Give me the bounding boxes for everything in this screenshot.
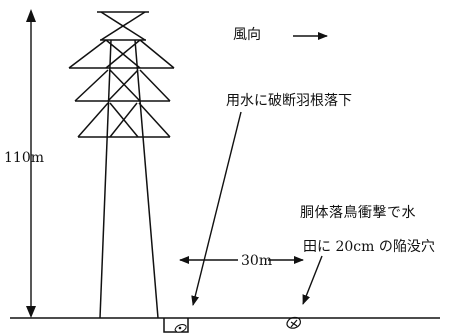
transmission-tower xyxy=(68,11,175,319)
water-channel xyxy=(163,318,189,333)
blade-drop-label: 用水に破断羽根落下 xyxy=(226,93,352,109)
height-dimension-arrow xyxy=(26,9,36,318)
blade-pointer-arrow xyxy=(191,111,242,306)
blade-fragment-dot xyxy=(178,326,182,330)
body-impact-label-line1: 胴体落鳥衝撃で水 xyxy=(300,205,416,221)
height-label: 110m xyxy=(4,150,44,166)
wind-direction-label: 風向 xyxy=(233,27,261,43)
crater-icon xyxy=(286,316,301,329)
distance-label: 30m xyxy=(241,253,273,269)
body-impact-label-line2: 田に 20cm の陥没穴 xyxy=(303,239,435,255)
body-pointer-arrow xyxy=(302,255,323,305)
